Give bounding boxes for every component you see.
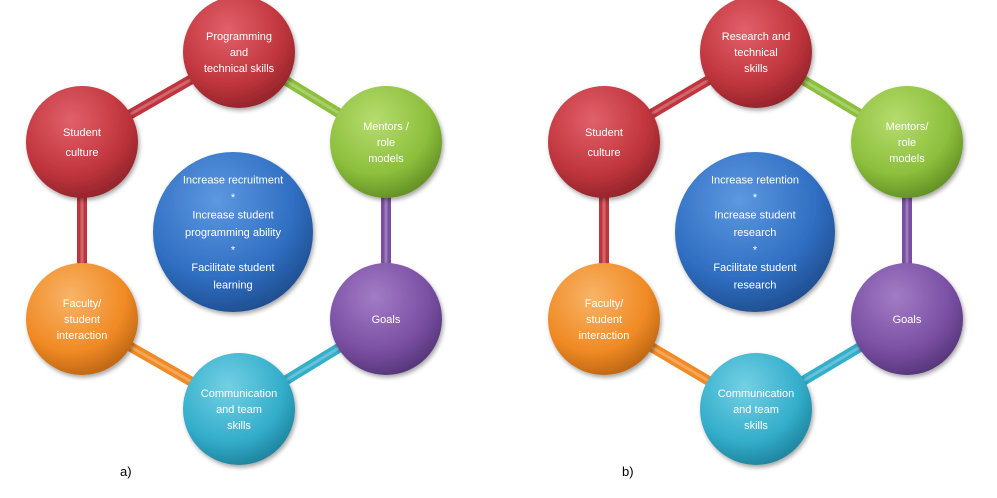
cycle-node-label: Communication xyxy=(718,388,794,400)
cycle-node-label: Student xyxy=(585,127,623,139)
cycle-node-label: Mentors/ xyxy=(886,121,930,133)
diagram-caption: a) xyxy=(120,464,132,479)
cycle-node-label: culture xyxy=(587,147,620,159)
cycle-node-circle xyxy=(330,263,442,375)
cycle-node-label: student xyxy=(586,314,622,326)
diagram-caption: b) xyxy=(622,464,634,479)
center-text-line: Increase student xyxy=(714,210,795,222)
cycle-node-label: Programming xyxy=(206,31,272,43)
cycle-node: Communication and team skills xyxy=(700,353,812,465)
center-text-line: * xyxy=(231,245,236,257)
cycle-node-circle xyxy=(548,86,660,198)
cycle-node: Student culture xyxy=(26,86,138,198)
center-text-line: Increase retention xyxy=(711,175,799,187)
cycle-node-label: Faculty/ xyxy=(585,298,624,310)
cycle-node-label: technical skills xyxy=(204,63,275,75)
center-text-line: * xyxy=(753,192,758,204)
center-text-line: programming ability xyxy=(185,227,281,239)
cycle-node-circle xyxy=(700,0,812,108)
center-text-line: * xyxy=(753,245,758,257)
cycle-node-label: and team xyxy=(216,404,262,416)
cycle-node: Faculty/student interaction xyxy=(548,263,660,375)
cycle-node-label: models xyxy=(368,153,404,165)
cycle-node-label: Goals xyxy=(893,314,922,326)
cycle-node-label: technical xyxy=(734,47,777,59)
cycle-node-label: skills xyxy=(227,420,251,432)
cycle-node: Goals xyxy=(851,263,963,375)
cycle-node-circle xyxy=(851,86,963,198)
cycle-node: Research and technical skills xyxy=(700,0,812,108)
cycle-node-label: Research and xyxy=(722,31,791,43)
cycle-node-circle xyxy=(548,263,660,375)
center-text-line: * xyxy=(231,192,236,204)
cycle-node: Communication and team skills xyxy=(183,353,295,465)
cycle-node-circle xyxy=(851,263,963,375)
center-text-line: learning xyxy=(213,280,252,292)
cycle-node-label: and team xyxy=(733,404,779,416)
cycle-node: Faculty/student interaction xyxy=(26,263,138,375)
cycle-node-label: culture xyxy=(65,147,98,159)
cycle-node: Mentors/role models xyxy=(851,86,963,198)
cycle-node-label: Faculty/ xyxy=(63,298,102,310)
center-text-line: Increase recruitment xyxy=(183,175,283,187)
cycle-node-label: interaction xyxy=(57,330,108,342)
center-goal-circle: Increase retention * Increase student resea… xyxy=(675,152,835,312)
cycle-node-circle xyxy=(183,0,295,108)
cycle-node-label: models xyxy=(889,153,925,165)
cycle-node-label: Mentors / xyxy=(363,121,410,133)
center-circle-shape xyxy=(675,152,835,312)
cycle-node: Programming and technical skills xyxy=(183,0,295,108)
cycle-node-label: student xyxy=(64,314,100,326)
cycle-node-label: skills xyxy=(744,63,768,75)
cycle-node: Goals xyxy=(330,263,442,375)
cycle-node-label: skills xyxy=(744,420,768,432)
cycle-node-label: Communication xyxy=(201,388,277,400)
center-circle-shape xyxy=(153,152,313,312)
cycle-node-circle xyxy=(26,263,138,375)
cycle-node-label: Goals xyxy=(372,314,401,326)
center-text-line: Facilitate student xyxy=(191,262,274,274)
cycle-node-label: interaction xyxy=(579,330,630,342)
cycle-diagram-b: Increase retention * Increase student resea… xyxy=(548,0,963,479)
center-text-line: research xyxy=(734,280,777,292)
cycle-node: Mentors / role models xyxy=(330,86,442,198)
cycle-node: Student culture xyxy=(548,86,660,198)
cycle-node-circle xyxy=(26,86,138,198)
cycle-node-circle xyxy=(330,86,442,198)
center-text-line: Facilitate student xyxy=(713,262,796,274)
cycle-node-label: and xyxy=(230,47,248,59)
center-text-line: research xyxy=(734,227,777,239)
cycle-node-circle xyxy=(700,353,812,465)
center-goal-circle: Increase recruitment * Increase student pro… xyxy=(153,152,313,312)
cycle-node-label: role xyxy=(377,137,395,149)
cycle-node-label: role xyxy=(898,137,916,149)
cycle-diagram-a: Increase recruitment * Increase student pro… xyxy=(26,0,442,479)
cycle-node-label: Student xyxy=(63,127,101,139)
center-text-line: Increase student xyxy=(192,210,273,222)
cycle-node-circle xyxy=(183,353,295,465)
